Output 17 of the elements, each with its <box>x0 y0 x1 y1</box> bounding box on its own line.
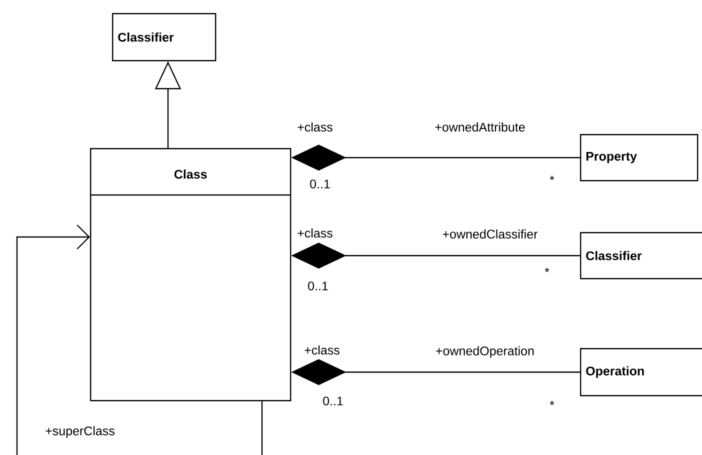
multiplicity: * <box>550 176 554 180</box>
role-name: +ownedClassifier <box>442 229 538 239</box>
role-name: +ownedAttribute <box>435 122 525 132</box>
role-name: +class <box>304 345 340 355</box>
class-box: Operation <box>580 348 702 396</box>
class-box: Property <box>580 134 698 182</box>
class-box: Class <box>90 148 292 402</box>
role-name: +class <box>298 122 332 132</box>
multiplicity: * <box>550 400 554 406</box>
role-name: +ownedOperation <box>436 346 534 358</box>
association-arrow <box>16 224 263 455</box>
role-name: +superClass <box>46 426 114 438</box>
multiplicity: 0..1 <box>308 282 328 290</box>
multiplicity: 0..1 <box>310 180 330 188</box>
multiplicity: * <box>544 268 550 272</box>
class-box: Classifier <box>580 232 702 280</box>
multiplicity: 0..1 <box>323 396 343 406</box>
